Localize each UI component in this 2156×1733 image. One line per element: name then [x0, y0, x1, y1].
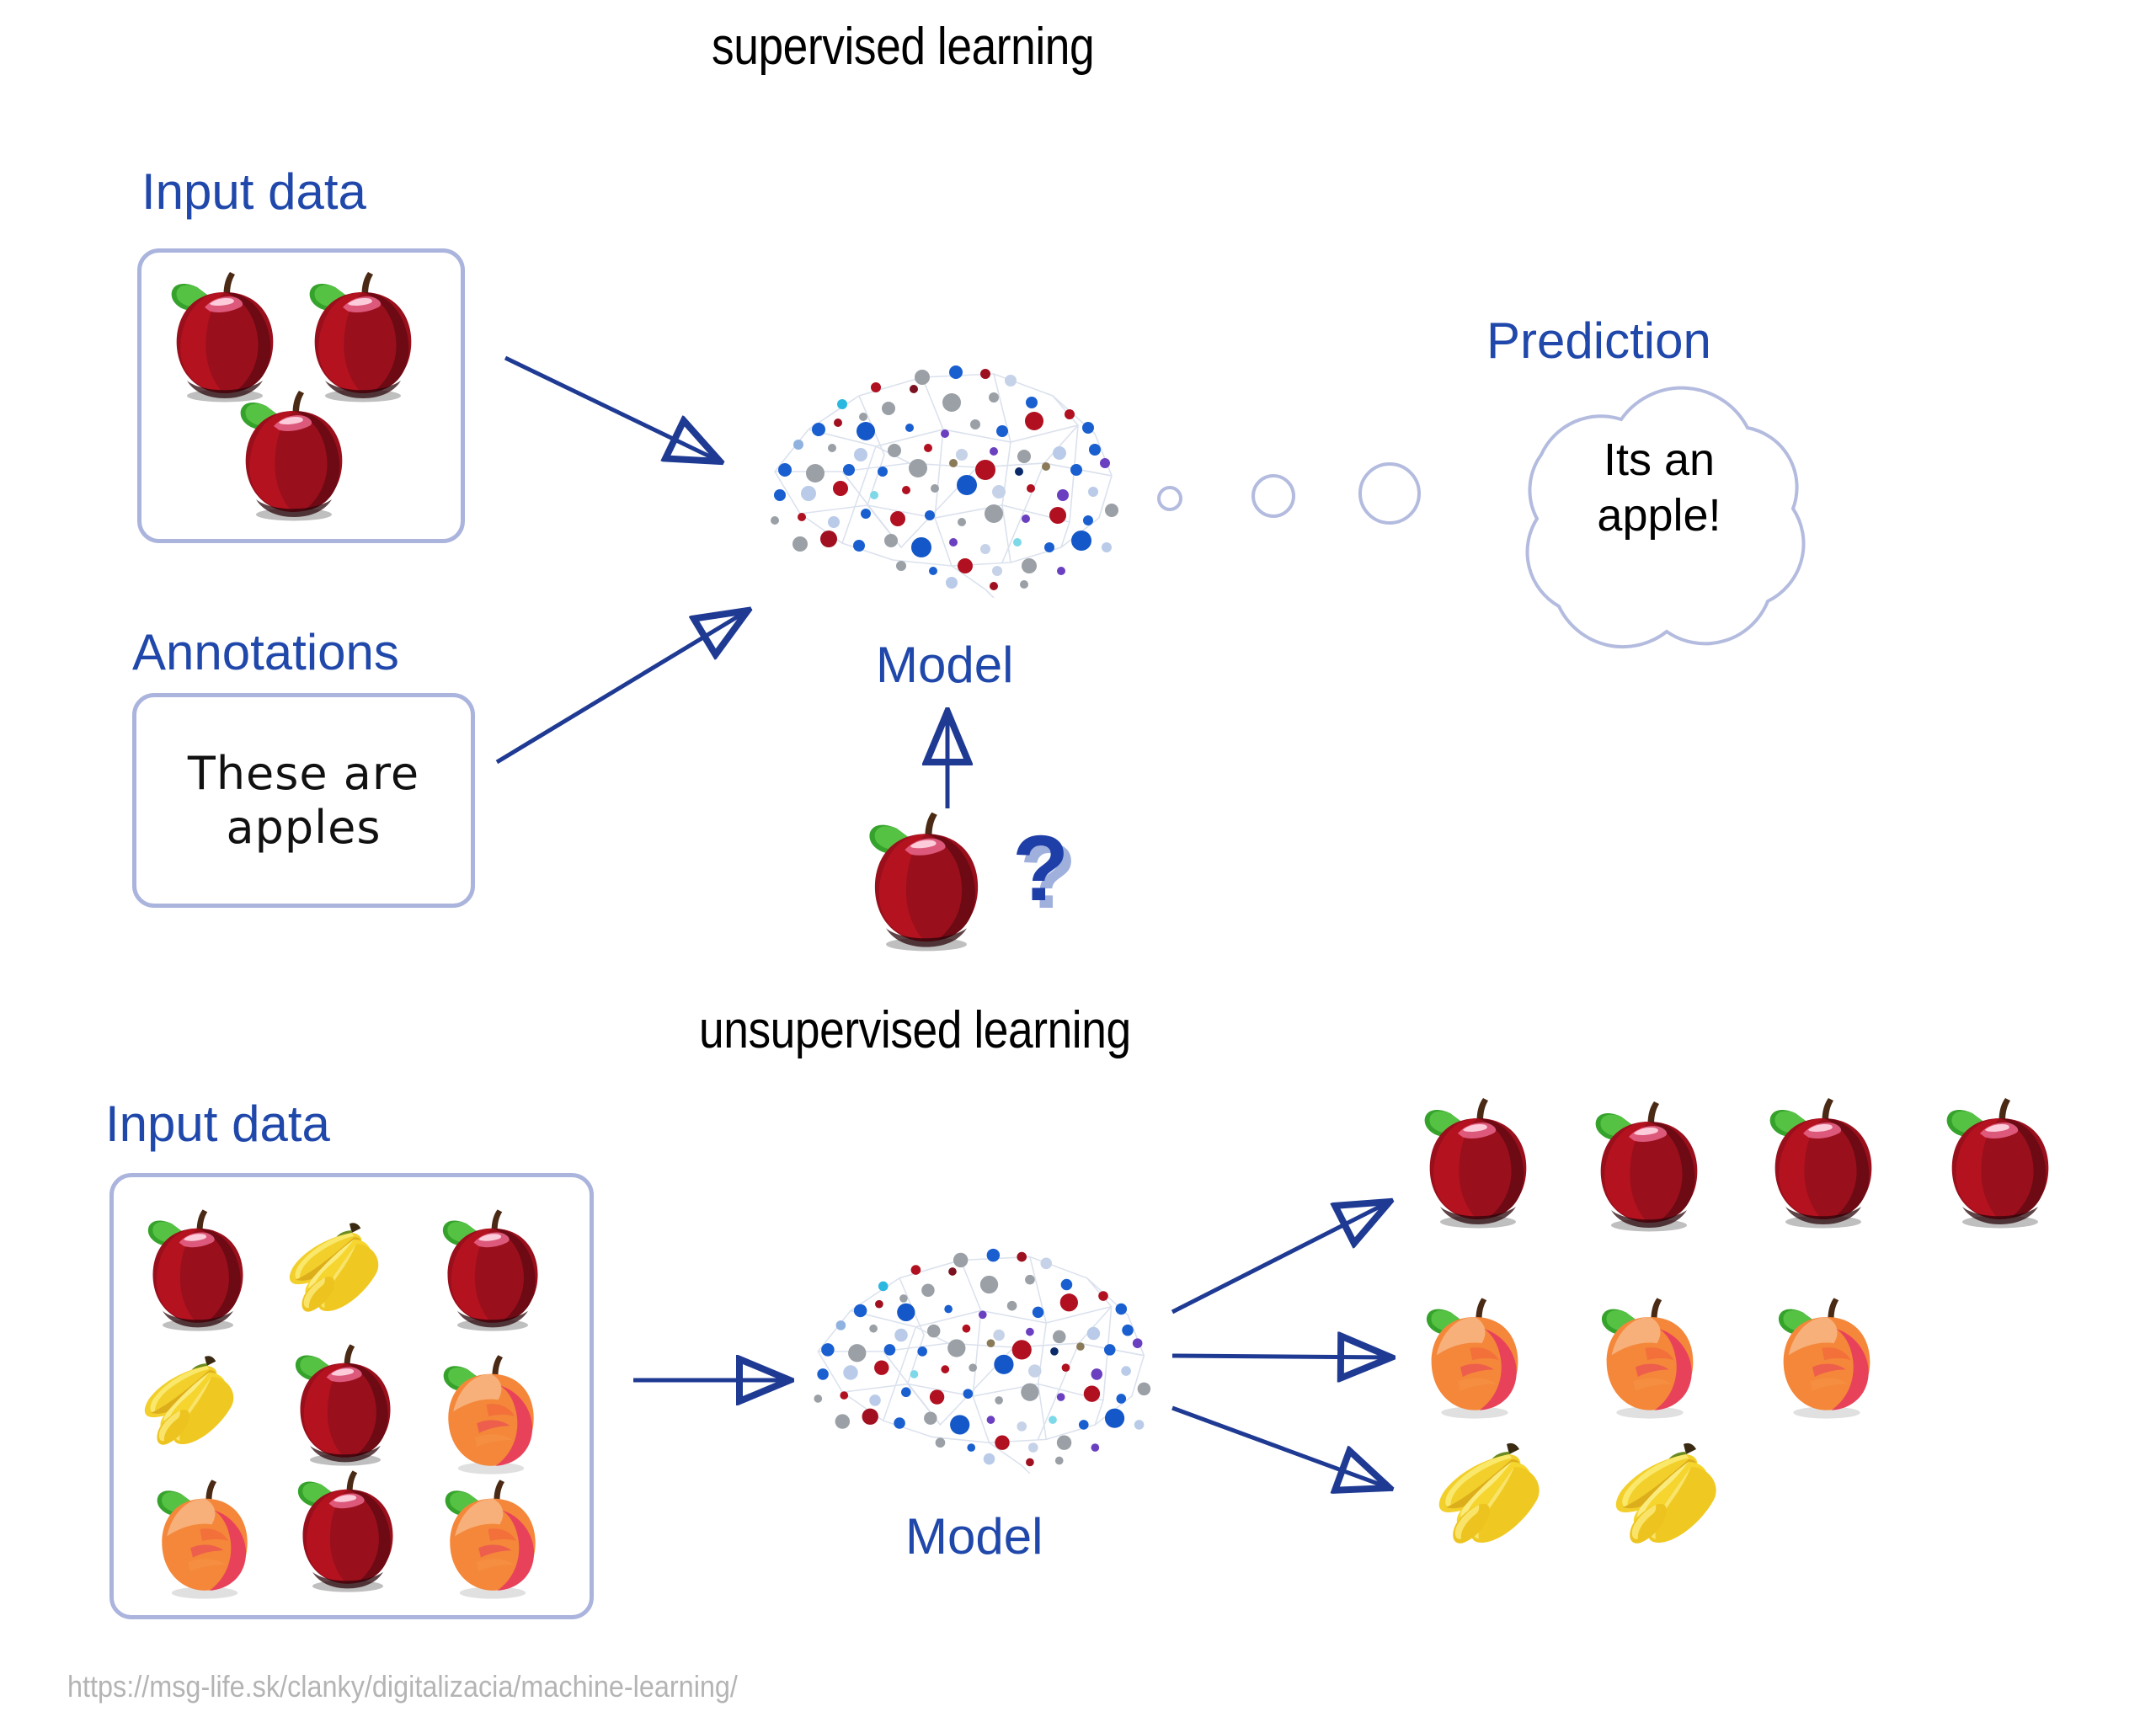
unsupervised-input-data-label: Input data — [105, 1096, 330, 1152]
annotations-label: Annotations — [132, 624, 399, 680]
apple-icon — [434, 1202, 552, 1332]
apple-icon — [1586, 1094, 1712, 1233]
thought-bubble-large — [1358, 462, 1421, 525]
banana-icon — [1600, 1432, 1752, 1558]
apple-icon — [289, 1464, 407, 1593]
question-mark-shadow: ? — [1020, 824, 1077, 928]
unsupervised-model-brain[interactable] — [783, 1221, 1171, 1474]
prediction-text-line-2: apple! — [1597, 490, 1721, 541]
supervised-model-label: Model — [876, 637, 1014, 693]
prediction-text-line-1: Its an — [1603, 435, 1716, 486]
peach-icon — [1590, 1288, 1710, 1420]
arrow-input-to-model — [504, 355, 720, 461]
banana-icon — [131, 1346, 265, 1458]
arrow-model-to-bananas — [1171, 1405, 1390, 1488]
annotation-text-line-1: These are — [187, 746, 420, 800]
peach-icon — [1767, 1288, 1886, 1420]
thought-bubble-trail — [1157, 462, 1421, 525]
annotation-text-line-2: apples — [226, 800, 382, 854]
supervised-section-title: supervised learning — [712, 18, 1095, 76]
thought-bubble-small — [1157, 486, 1182, 511]
arrow-model-to-peaches — [1171, 1356, 1391, 1357]
cluster-peaches[interactable] — [1415, 1288, 1971, 1423]
peach-icon — [434, 1470, 552, 1600]
apple-icon — [1760, 1090, 1886, 1229]
unsupervised-model-label: Model — [905, 1508, 1043, 1565]
apple-icon — [286, 1337, 404, 1467]
cluster-bananas[interactable] — [1423, 1432, 1929, 1558]
apple-icon — [1937, 1090, 2063, 1229]
peach-icon — [432, 1346, 550, 1475]
arrow-annotations-to-model — [495, 611, 748, 765]
prediction-cloud-text: Its an apple! — [1533, 404, 1785, 573]
brain-network-icon — [771, 365, 1118, 599]
prediction-label: Prediction — [1486, 312, 1711, 369]
supervised-input-data-label: Input data — [141, 163, 366, 220]
apple-icon — [231, 383, 357, 522]
apple-icon — [1415, 1090, 1541, 1229]
brain-network-icon — [814, 1248, 1151, 1474]
supervised-model-brain[interactable] — [741, 337, 1137, 599]
annotations-box[interactable]: These are apples — [132, 693, 475, 908]
banana-icon — [1423, 1432, 1575, 1558]
unsupervised-input-data-box[interactable] — [109, 1173, 594, 1619]
cluster-apples[interactable] — [1415, 1090, 2139, 1225]
question-mark-front: ? — [1012, 817, 1070, 920]
supervised-query-sample[interactable]: ? ? — [859, 804, 1112, 964]
peach-icon — [1415, 1288, 1534, 1420]
arrow-model-to-apples — [1171, 1202, 1390, 1314]
supervised-input-data-box[interactable] — [137, 248, 465, 543]
apple-icon — [139, 1202, 257, 1332]
peach-icon — [146, 1470, 264, 1600]
question-mark-icon: ? ? — [1012, 823, 1113, 932]
banana-icon — [275, 1213, 410, 1325]
source-url: https://msg-life.sk/clanky/digitalizacia… — [67, 1669, 738, 1704]
unsupervised-section-title: unsupervised learning — [699, 1001, 1131, 1059]
apple-icon — [859, 804, 994, 952]
thought-bubble-medium — [1251, 474, 1295, 518]
